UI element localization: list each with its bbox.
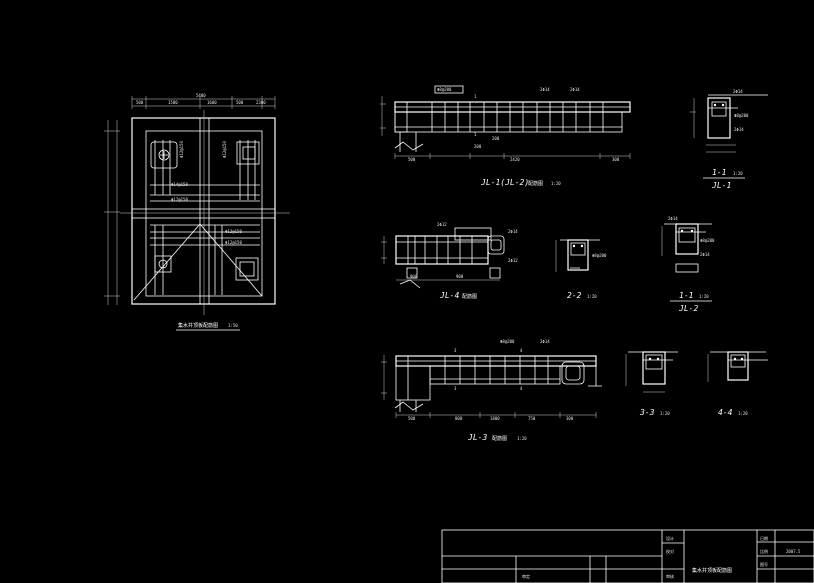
jl1-caption-suffix: 配筋图	[528, 180, 543, 187]
sec22-tag: Φ8@200	[592, 253, 607, 258]
tb-date: 2007.5	[786, 549, 801, 554]
section-2-2: Φ8@200 2-2 1:20	[555, 239, 607, 300]
sec11a-tag-2: Φ8@200	[734, 113, 749, 118]
plan-rebar-label-4: Φ12@150	[171, 197, 188, 202]
sec33-scale: 1:20	[660, 411, 670, 416]
jl3-dim-1: 500	[408, 416, 416, 421]
plan-rebar-label-6: Φ12@150	[225, 240, 242, 245]
sec11a-scale: 1:20	[733, 171, 743, 176]
jl1-dim-2: 200	[492, 136, 500, 141]
tb-tag-3: 审核	[666, 573, 674, 579]
tb-tag-1: 设计	[666, 535, 674, 541]
sec11b-sub: JL-2	[678, 304, 698, 313]
jl1-tag-1: Φ8@200	[437, 87, 452, 92]
jl3-sec-mark-3: 4	[520, 348, 523, 353]
plan-rebar-label-2: Φ12@150	[222, 141, 227, 158]
jl3-caption-suffix: 配筋图	[492, 435, 507, 442]
jl3-dim-5: 300	[566, 416, 574, 421]
jl1-dim-4: 2420	[510, 157, 520, 162]
sec11b-scale: 1:20	[699, 294, 709, 299]
jl4-caption-suffix: 配筋图	[462, 293, 477, 300]
jl3-sec-mark-4: 4	[520, 386, 523, 391]
section-3-3: 3-3 1:20	[625, 351, 678, 417]
jl4-tag-3: 2Φ12	[508, 258, 518, 263]
jl4-caption: JL-4	[439, 291, 459, 300]
jl1-elevation: Φ8@200 2Φ14 2Φ14 1 1 500 200 200 2420 30…	[380, 85, 631, 187]
jl1-sec-mark-2: 1	[474, 132, 477, 137]
plan-rebar-label-1: Φ12@150	[179, 141, 184, 158]
jl4-tag-1: 2Φ12	[437, 222, 447, 227]
jl3-scale: 1:20	[517, 436, 527, 441]
plan-dim-1: 500	[136, 100, 144, 105]
sec11a-caption: 1-1	[712, 168, 726, 177]
jl4-tag-2: 2Φ14	[508, 229, 518, 234]
plan-rebar-label-5: Φ12@150	[225, 229, 242, 234]
sec11b-tag-1: 2Φ14	[668, 216, 678, 221]
jl1-tag-3: 2Φ14	[570, 87, 580, 92]
sec33-caption: 3-3	[639, 408, 655, 417]
jl3-sec-mark-1: 3	[454, 348, 457, 353]
plan-dim-4: 500	[236, 100, 244, 105]
plan-view: 5400 500 1500 1600 500 2300	[104, 93, 290, 331]
jl1-scale: 1:20	[551, 181, 561, 186]
sec11a-tag-3: 2Φ14	[734, 127, 744, 132]
section-1-1-jl2: 2Φ14 Φ8@200 2Φ14 1-1 1:20 JL-2	[661, 216, 715, 313]
tb-label-sheet: 图号	[760, 561, 768, 567]
plan-dim-5: 2300	[256, 100, 266, 105]
jl1-sec-mark-1: 1	[474, 94, 477, 99]
jl4-dim-1: 900	[410, 274, 418, 279]
sec22-caption: 2-2	[567, 291, 582, 300]
sec11b-caption: 1-1	[679, 291, 693, 300]
sec44-scale: 1:20	[738, 411, 748, 416]
jl3-caption: JL-3	[467, 433, 487, 442]
jl3-dim-3: 1800	[490, 416, 500, 421]
plan-title: 集水井顶板配筋图	[178, 322, 218, 329]
jl3-tag-2: 2Φ14	[540, 339, 550, 344]
section-1-1-jl1: 2Φ14 Φ8@200 2Φ14 1-1 1:20 JL-1	[690, 89, 768, 190]
jl1-dim-1: 500	[408, 157, 416, 162]
section-4-4: 4-4 1:20	[707, 351, 768, 417]
title-block: 设计 校对 审核 审定 集水井顶板配筋图 日期 比例 图号 2007.5	[441, 529, 814, 583]
sec11a-tag-1: 2Φ14	[733, 89, 743, 94]
jl3-dim-4: 750	[528, 416, 536, 421]
plan-scale: 1:50	[228, 323, 238, 328]
tb-label-scale: 比例	[760, 548, 768, 554]
jl1-caption: JL-1(JL-2)	[480, 178, 529, 187]
jl4-elevation: 2Φ12 2Φ14 2Φ12 900 900 JL-4 配筋图	[381, 222, 518, 300]
jl3-dim-2: 800	[455, 416, 463, 421]
jl3-tag-1: Φ8@200	[500, 339, 515, 344]
tb-row-text: 审定	[522, 573, 530, 579]
plan-dim-overall: 5400	[196, 93, 206, 98]
plan-dim-2: 1500	[168, 100, 178, 105]
sec22-scale: 1:20	[587, 294, 597, 299]
jl1-tag-2: 2Φ14	[540, 87, 550, 92]
plan-dim-3: 1600	[207, 100, 217, 105]
tb-drawing-title: 集水井顶板配筋图	[692, 567, 732, 574]
sec11b-tag-3: 2Φ14	[700, 252, 710, 257]
tb-tag-2: 校对	[666, 548, 674, 554]
jl3-elevation: 3 3 4 4 Φ8@200 2Φ14 500 800 1800 750 300…	[381, 339, 602, 442]
sec44-caption: 4-4	[718, 408, 733, 417]
jl1-dim-5: 300	[612, 157, 620, 162]
jl4-dim-2: 900	[456, 274, 464, 279]
tb-label-date: 日期	[760, 535, 768, 541]
jl1-dim-3: 200	[474, 144, 482, 149]
jl3-sec-mark-2: 3	[454, 386, 457, 391]
sec11b-tag-2: Φ8@200	[700, 238, 715, 243]
plan-rebar-label-3: Φ14@150	[171, 182, 188, 187]
sec11a-sub: JL-1	[711, 181, 731, 190]
